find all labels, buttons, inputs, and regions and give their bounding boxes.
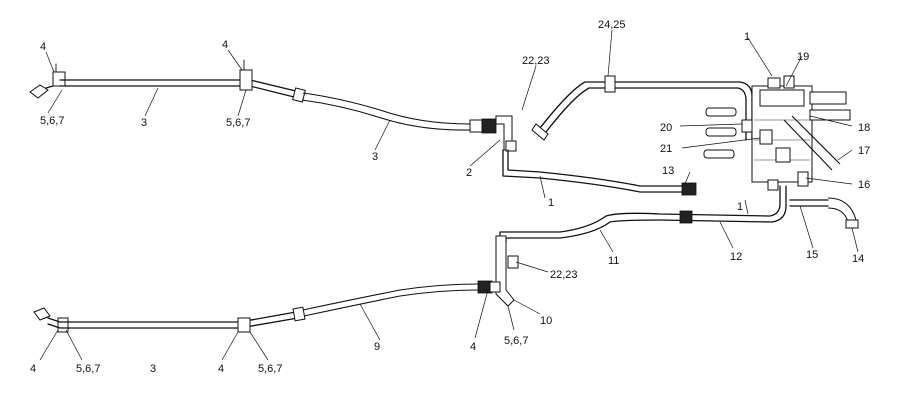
callout-labels: 4 5,6,7 3 4 5,6,7 3 22,23 2 24,25 1 19 1… bbox=[30, 19, 870, 375]
label-2: 2 bbox=[466, 167, 472, 179]
label-1-mid-b: 1 bbox=[737, 201, 743, 213]
label-11: 11 bbox=[608, 255, 619, 267]
upper-flex-hose bbox=[302, 92, 471, 125]
lower-mid-clip bbox=[237, 317, 251, 333]
label-1-mid-a: 1 bbox=[548, 197, 554, 209]
label-13: 13 bbox=[662, 165, 674, 177]
label-4-upper-mid: 4 bbox=[222, 39, 228, 51]
label-4-lower-left: 4 bbox=[30, 363, 36, 375]
label-2425: 24,25 bbox=[598, 19, 626, 31]
elbow-14 bbox=[827, 197, 857, 221]
label-567-lower-mid: 5,6,7 bbox=[258, 363, 282, 375]
label-1-block: 1 bbox=[744, 31, 750, 43]
label-17: 17 bbox=[858, 145, 870, 157]
filter-pump-assembly bbox=[703, 75, 851, 191]
lower-left-end-fitting bbox=[33, 307, 51, 321]
top-return-tube bbox=[531, 75, 753, 141]
label-3-upper-tube: 3 bbox=[141, 117, 147, 129]
label-21: 21 bbox=[660, 143, 672, 155]
leader-lines bbox=[39, 29, 859, 361]
label-567-lower-left: 5,6,7 bbox=[76, 363, 100, 375]
label-567-upper-left: 5,6,7 bbox=[40, 115, 64, 127]
top-open-end bbox=[531, 123, 549, 141]
label-4-lower-mid: 4 bbox=[218, 363, 224, 375]
middle-fitting bbox=[679, 210, 693, 224]
upper-left-end-fitting bbox=[29, 84, 49, 99]
label-567-upper-mid: 5,6,7 bbox=[226, 117, 250, 129]
top-clip bbox=[604, 75, 616, 93]
diagonal-hose-17 bbox=[783, 119, 833, 171]
upper-mid-clip bbox=[239, 69, 253, 91]
label-18: 18 bbox=[858, 122, 870, 134]
label-20: 20 bbox=[660, 122, 672, 134]
label-9: 9 bbox=[374, 341, 380, 353]
lower-rigid-tube bbox=[47, 311, 297, 323]
label-19: 19 bbox=[797, 51, 809, 63]
lower-bracket-10 bbox=[495, 235, 515, 307]
lower-fuel-line bbox=[33, 235, 519, 333]
label-4-upper-left: 4 bbox=[40, 41, 46, 53]
label-3-lower-tube: 3 bbox=[150, 363, 156, 375]
label-16: 16 bbox=[858, 179, 870, 191]
lower-flex-hose bbox=[302, 283, 479, 311]
label-3-upper-hose: 3 bbox=[372, 151, 378, 163]
label-2223-upper: 22,23 bbox=[522, 55, 550, 67]
lower-left-clip bbox=[57, 317, 69, 333]
label-12: 12 bbox=[730, 251, 742, 263]
label-4-lower-bracket: 4 bbox=[470, 341, 476, 353]
label-567-lower-bracket: 5,6,7 bbox=[504, 335, 528, 347]
label-14: 14 bbox=[852, 253, 864, 265]
middle-fuel-line bbox=[499, 185, 859, 243]
label-10: 10 bbox=[540, 315, 552, 327]
upper-left-clip bbox=[52, 71, 66, 87]
label-2223-lower: 22,23 bbox=[550, 269, 578, 281]
label-15: 15 bbox=[806, 249, 818, 261]
upper-fuel-line bbox=[29, 59, 697, 196]
